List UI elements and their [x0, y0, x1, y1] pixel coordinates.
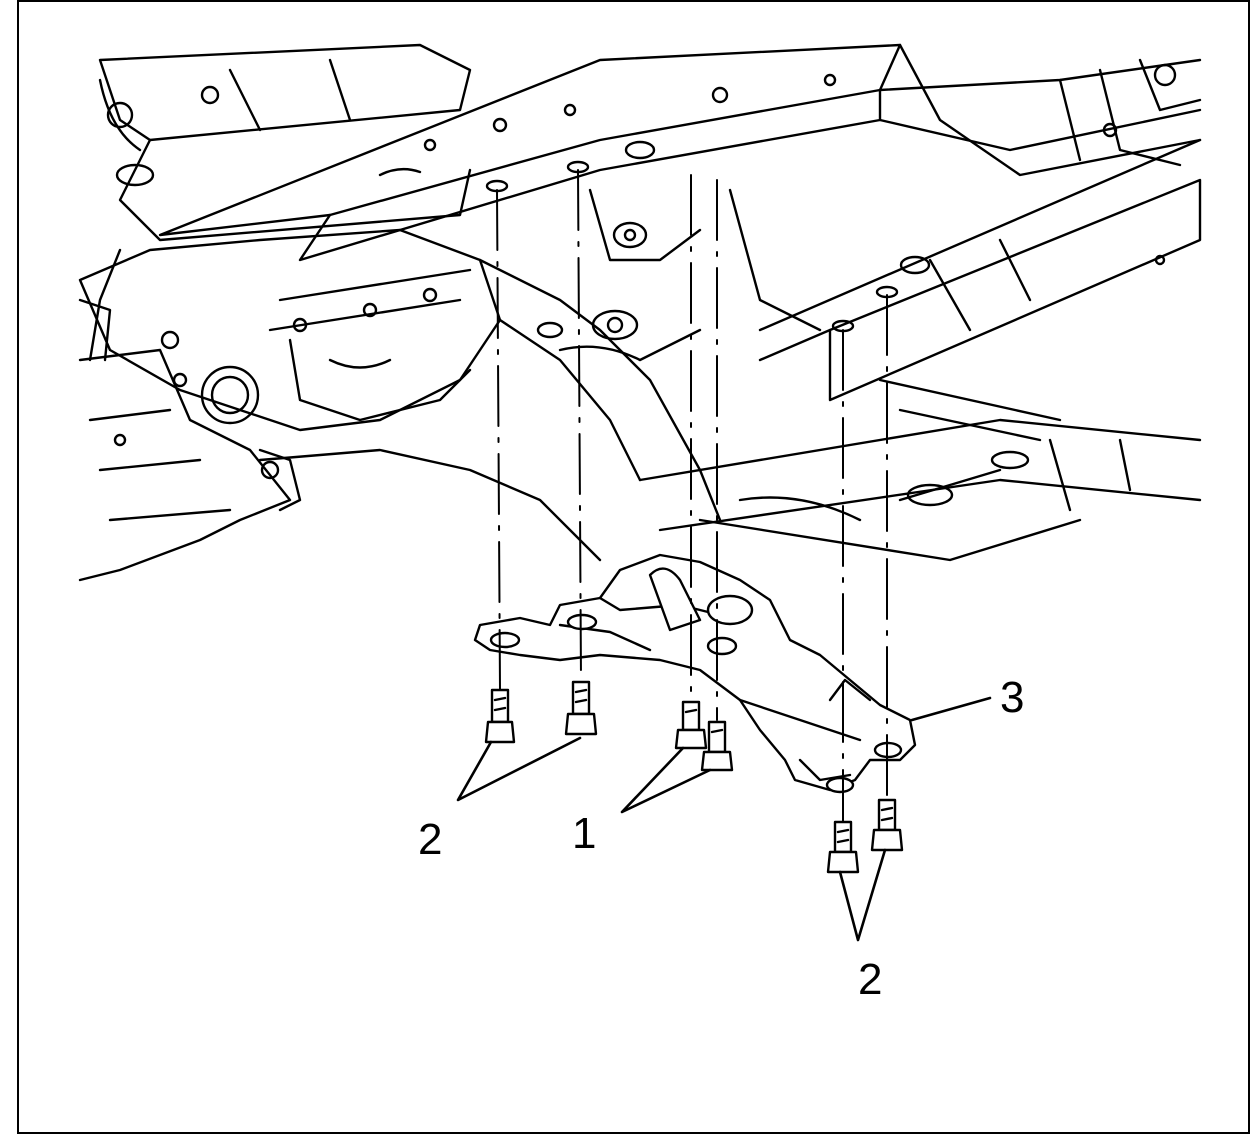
- callout-bracket: 3: [1000, 673, 1025, 722]
- bolt-center-1: [674, 700, 708, 750]
- bolt-right-2: [870, 798, 904, 852]
- engine-mount-bracket: [473, 553, 917, 794]
- bolt-left-1: [484, 688, 516, 744]
- vehicle-underbody: [78, 43, 1202, 582]
- bolt-left-2: [564, 680, 598, 736]
- leader-lines: [456, 696, 992, 942]
- hole-markers: [485, 160, 899, 333]
- callout-bolts-right: 2: [858, 955, 883, 1004]
- callout-bolts-left: 2: [418, 815, 443, 864]
- bolt-center-2: [700, 720, 734, 772]
- alignment-lines: [496, 169, 888, 831]
- callout-bolts-center: 1: [572, 809, 597, 858]
- bolt-right-1: [826, 820, 860, 874]
